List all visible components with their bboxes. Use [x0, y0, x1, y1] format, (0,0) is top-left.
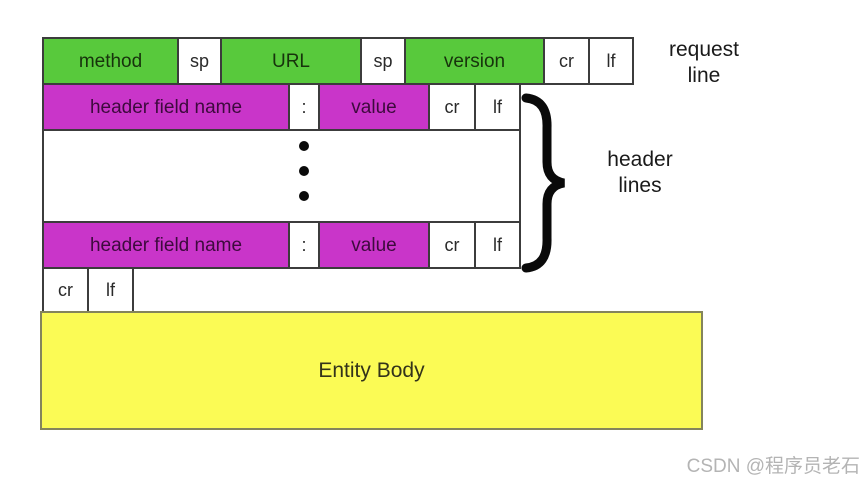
sp-cell-2: sp	[360, 37, 406, 85]
header-field-name-cell-bottom: header field name	[42, 221, 290, 269]
sp-cell-1: sp	[177, 37, 222, 85]
header-lines-label: header lines	[607, 148, 673, 198]
vertical-ellipsis-dot	[299, 191, 309, 201]
vertical-ellipsis-dot	[299, 166, 309, 176]
entity-body-label: Entity Body	[318, 358, 425, 382]
lf-cell-header-top: lf	[474, 83, 521, 131]
version-cell: version	[404, 37, 545, 85]
header-lines-brace-icon	[521, 93, 566, 273]
vertical-ellipsis-dot	[299, 141, 309, 151]
csdn-watermark: CSDN @程序员老石	[686, 456, 860, 477]
lf-cell-request-line: lf	[588, 37, 634, 85]
value-cell-bottom: value	[318, 221, 430, 269]
cr-cell-request-line: cr	[543, 37, 590, 85]
lf-cell-blank-line: lf	[87, 267, 134, 313]
lf-cell-header-bottom: lf	[474, 221, 521, 269]
cr-cell-header-top: cr	[428, 83, 476, 131]
request-line-label: request line	[668, 38, 740, 88]
colon-cell-top: :	[288, 83, 320, 131]
cr-cell-header-bottom: cr	[428, 221, 476, 269]
more-header-lines-box	[42, 129, 521, 223]
url-cell: URL	[220, 37, 362, 85]
header-field-name-cell-top: header field name	[42, 83, 290, 131]
method-cell: method	[42, 37, 179, 85]
colon-cell-bottom: :	[288, 221, 320, 269]
cr-cell-blank-line: cr	[42, 267, 89, 313]
value-cell-top: value	[318, 83, 430, 131]
entity-body-box: Entity Body	[40, 311, 703, 430]
